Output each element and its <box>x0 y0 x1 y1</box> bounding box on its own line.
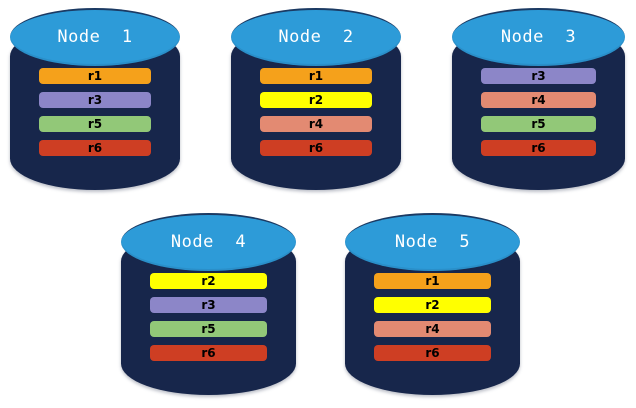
replica-bar-r6[interactable]: r6 <box>150 345 267 361</box>
node-4-label: Node 4 <box>170 232 247 252</box>
replica-bar-r4[interactable]: r4 <box>481 92 596 108</box>
replica-bar-r5[interactable]: r5 <box>150 321 267 337</box>
node-3-replica-list: r3 r4 r5 r6 <box>452 68 625 156</box>
replica-bar-r2[interactable]: r2 <box>260 92 372 108</box>
node-1-label: Node 1 <box>57 27 133 47</box>
replica-bar-r5[interactable]: r5 <box>481 116 596 132</box>
replica-bar-r5[interactable]: r5 <box>39 116 151 132</box>
replica-bar-r6[interactable]: r6 <box>260 140 372 156</box>
node-2[interactable]: Node 2 r1 r2 r4 r6 <box>231 8 401 190</box>
node-5-replica-list: r1 r2 r4 r6 <box>345 273 520 361</box>
cylinder-top-ellipse <box>231 8 401 66</box>
node-3-label: Node 3 <box>500 27 577 47</box>
cylinder-top-ellipse <box>10 8 180 66</box>
replica-bar-r4[interactable]: r4 <box>260 116 372 132</box>
replica-bar-r6[interactable]: r6 <box>39 140 151 156</box>
replica-bar-r3[interactable]: r3 <box>481 68 596 84</box>
cylinder-top-ellipse <box>121 213 296 271</box>
node-4[interactable]: Node 4 r2 r3 r5 r6 <box>121 213 296 395</box>
replica-bar-r1[interactable]: r1 <box>39 68 151 84</box>
replica-bar-r1[interactable]: r1 <box>374 273 491 289</box>
node-2-replica-list: r1 r2 r4 r6 <box>231 68 401 156</box>
replica-bar-r6[interactable]: r6 <box>374 345 491 361</box>
replica-bar-r2[interactable]: r2 <box>150 273 267 289</box>
cylinder-top-ellipse <box>452 8 625 66</box>
replica-bar-r2[interactable]: r2 <box>374 297 491 313</box>
node-1-replica-list: r1 r3 r5 r6 <box>10 68 180 156</box>
node-4-replica-list: r2 r3 r5 r6 <box>121 273 296 361</box>
node-1[interactable]: Node 1 r1 r3 r5 r6 <box>10 8 180 190</box>
node-2-label: Node 2 <box>278 27 354 47</box>
replica-bar-r3[interactable]: r3 <box>150 297 267 313</box>
node-3[interactable]: Node 3 r3 r4 r5 r6 <box>452 8 625 190</box>
replica-bar-r4[interactable]: r4 <box>374 321 491 337</box>
replica-bar-r1[interactable]: r1 <box>260 68 372 84</box>
replica-bar-r3[interactable]: r3 <box>39 92 151 108</box>
replica-bar-r6[interactable]: r6 <box>481 140 596 156</box>
cylinder-top-ellipse <box>345 213 520 271</box>
node-5[interactable]: Node 5 r1 r2 r4 r6 <box>345 213 520 395</box>
node-5-label: Node 5 <box>394 232 471 252</box>
